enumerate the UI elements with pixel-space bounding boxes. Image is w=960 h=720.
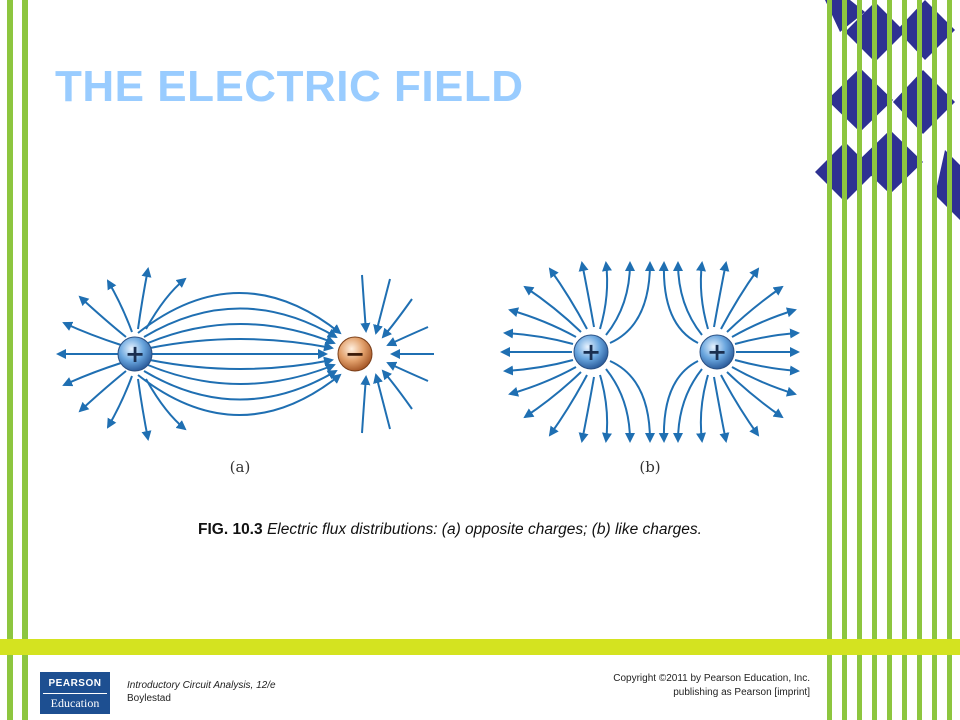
svg-text:+: + <box>707 338 727 366</box>
label-part-b: (b) <box>639 458 660 476</box>
label-part-a: (a) <box>230 458 251 476</box>
logo-bottom-text: Education <box>50 696 100 710</box>
svg-text:−: − <box>345 340 365 368</box>
diagram-opposite-charges <box>56 267 434 441</box>
book-title: Introductory Circuit Analysis, 12/e <box>127 680 276 691</box>
charge-positive-b-left: + <box>573 334 609 370</box>
charge-positive-a: + <box>117 336 153 372</box>
caption-text: Electric flux distributions: (a) opposit… <box>266 521 702 538</box>
charge-negative-a: − <box>337 336 373 372</box>
book-info: Introductory Circuit Analysis, 12/e Boyl… <box>127 679 276 705</box>
book-author: Boylestad <box>127 693 171 704</box>
electric-field-figure: + − (a) <box>56 261 800 476</box>
diagram-like-charges <box>500 261 800 443</box>
copyright-notice: Copyright ©2011 by Pearson Education, In… <box>540 672 810 700</box>
pearson-logo: PEARSON Education <box>40 672 110 714</box>
logo-top-text: PEARSON <box>48 678 102 689</box>
right-decoration <box>815 0 960 720</box>
copyright-line-2: publishing as Pearson [imprint] <box>673 687 810 698</box>
copyright-line-1: Copyright ©2011 by Pearson Education, In… <box>613 673 810 684</box>
footer-accent-bar <box>0 639 960 655</box>
logo-divider <box>43 693 107 694</box>
charge-positive-b-right: + <box>699 334 735 370</box>
slide-title: THE ELECTRIC FIELD <box>55 62 524 111</box>
figure-caption: FIG. 10.3 Electric flux distributions: (… <box>0 521 900 539</box>
left-stripes <box>7 0 28 720</box>
svg-text:+: + <box>125 340 145 368</box>
caption-label: FIG. 10.3 <box>198 521 263 538</box>
svg-text:+: + <box>581 338 601 366</box>
